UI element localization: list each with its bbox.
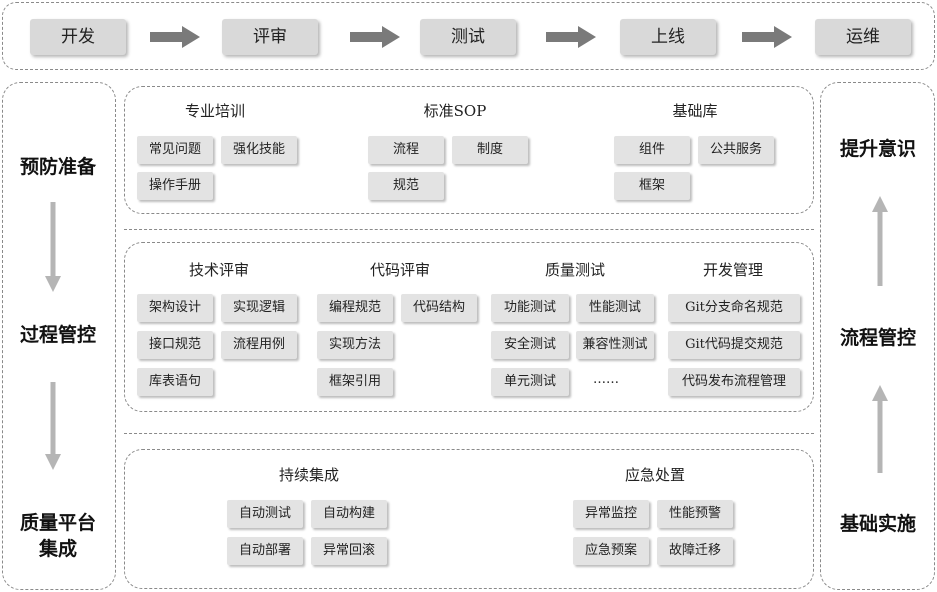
right-label-awareness: 提升意识 [839, 138, 916, 160]
chip: 自动测试 [227, 500, 303, 528]
section-title-tech-review: 技术评审 [188, 261, 249, 279]
chip: 库表语句 [137, 368, 213, 396]
stage-ops: 运维 [815, 19, 911, 55]
arrow-right-icon [150, 26, 200, 48]
section-title-training: 专业培训 [184, 102, 245, 120]
right-label-infra: 基础实施 [839, 513, 916, 535]
right-panel [820, 82, 935, 590]
chip: 故障迁移 [657, 537, 733, 565]
chip: 实现逻辑 [221, 294, 297, 322]
chip: 异常回滚 [311, 537, 387, 565]
right-label-process: 流程管控 [839, 327, 916, 349]
section-title-qa-test: 质量测试 [544, 261, 605, 279]
chip: 性能预警 [657, 500, 733, 528]
arrow-up-icon [872, 385, 888, 473]
chip: 常见问题 [137, 136, 213, 164]
chip: 流程用例 [221, 331, 297, 359]
stage-test: 测试 [420, 19, 516, 55]
chip: 兼容性测试 [576, 331, 654, 359]
section-title-sop: 标准SOP [423, 102, 487, 120]
chip: 单元测试 [491, 368, 569, 396]
chip: 框架引用 [317, 368, 393, 396]
center-box-platform [124, 449, 814, 589]
chip: 安全测试 [491, 331, 569, 359]
chip: 功能测试 [491, 294, 569, 322]
section-title-code-review: 代码评审 [369, 261, 430, 279]
chip: Git分支命名规范 [668, 294, 800, 322]
section-title-ci: 持续集成 [278, 466, 339, 484]
chip: 自动部署 [227, 537, 303, 565]
chip: Git代码提交规范 [668, 331, 800, 359]
chip: 制度 [452, 136, 528, 164]
left-panel [2, 82, 116, 590]
arrow-down-icon [45, 382, 61, 470]
section-title-base: 基础库 [672, 102, 718, 120]
section-title-dev-mgmt: 开发管理 [702, 261, 763, 279]
section-title-emergency: 应急处置 [624, 466, 685, 484]
chip: 代码发布流程管理 [668, 368, 800, 396]
arrow-down-icon [45, 202, 61, 292]
chip: 架构设计 [137, 294, 213, 322]
chip: 公共服务 [698, 136, 774, 164]
chip: 自动构建 [311, 500, 387, 528]
stage-review: 评审 [222, 19, 318, 55]
arrow-up-icon [872, 196, 888, 286]
chip: 规范 [368, 172, 444, 200]
left-label-platform: 质量平台 集成 [19, 512, 96, 560]
chip: 编程规范 [317, 294, 393, 322]
chip: 代码结构 [401, 294, 477, 322]
left-label-process: 过程管控 [19, 324, 96, 346]
chip: 应急预案 [573, 537, 649, 565]
divider [124, 229, 814, 230]
left-label-prevent: 预防准备 [19, 156, 96, 178]
chip: 操作手册 [137, 172, 213, 200]
center-box-prepare [124, 86, 814, 214]
arrow-right-icon [546, 26, 596, 48]
divider [124, 433, 814, 434]
arrow-right-icon [350, 26, 400, 48]
chip: 组件 [614, 136, 690, 164]
chip: 实现方法 [317, 331, 393, 359]
chip: 异常监控 [573, 500, 649, 528]
ellipsis-text: …… [593, 372, 619, 387]
chip: 框架 [614, 172, 690, 200]
chip: 性能测试 [576, 294, 654, 322]
stage-release: 上线 [620, 19, 716, 55]
pipeline-panel [2, 2, 935, 70]
chip: 接口规范 [137, 331, 213, 359]
center-box-process [124, 242, 814, 412]
arrow-right-icon [742, 26, 792, 48]
chip: 流程 [368, 136, 444, 164]
stage-dev: 开发 [30, 19, 126, 55]
chip: 强化技能 [221, 136, 297, 164]
